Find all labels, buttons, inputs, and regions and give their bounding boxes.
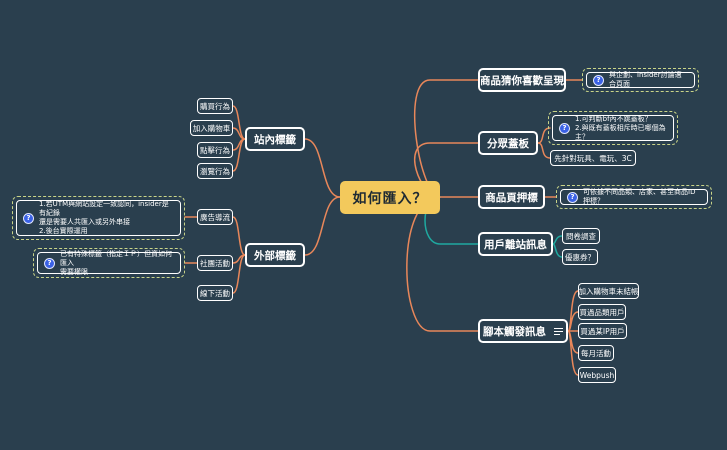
topic-recommend[interactable]: 商品猜你喜歡呈現 (478, 68, 566, 92)
link-leave-c2 (552, 243, 563, 258)
note-recommend-text: 與企劃、insider討論適合頁面 (609, 71, 682, 88)
note-product-page-label[interactable]: ? 可依據不同品類、店家、甚至商品ID押標？ (556, 185, 712, 209)
link-root-onsite (304, 138, 341, 198)
link-root-external (304, 196, 341, 256)
note-club-events-text: 已有特殊標籤（指定ＩＰ）但資如何匯入 需要權限 (60, 249, 172, 276)
subtopic-survey[interactable]: 問卷調查 (562, 228, 600, 244)
link-push-child (537, 142, 551, 159)
note-recommend[interactable]: ? 與企劃、insider討論適合頁面 (582, 68, 699, 92)
subtopic-click-behavior[interactable]: 點擊行為 (197, 142, 233, 158)
question-icon: ? (23, 212, 34, 224)
subtopic-toys-games-3c[interactable]: 先針對玩具、電玩、3C (550, 150, 636, 166)
topic-script-message-label: 腳本觸發訊息 (483, 325, 546, 338)
link-root-script (406, 196, 479, 332)
topic-leave-message[interactable]: 用戶離站訊息 (478, 232, 553, 256)
topic-segment-popup[interactable]: 分眾蓋板 (478, 131, 538, 155)
note-segment-popup-text: 1.可判斷bf內不跳蓋板？ 2.與既有蓋板相斥時已哪個為主？ (575, 114, 666, 141)
subtopic-monthly-events[interactable]: 每月活動 (578, 345, 614, 361)
subtopic-coupon[interactable]: 優惠券？ (562, 249, 598, 265)
link-external-c3 (232, 254, 246, 294)
notes-lines-icon (554, 326, 563, 337)
question-icon: ? (593, 74, 604, 86)
subtopic-offline-events[interactable]: 線下活動 (197, 285, 233, 301)
topic-external-tags[interactable]: 外部標籤 (245, 243, 305, 267)
subtopic-webpush[interactable]: Webpush (578, 367, 616, 383)
subtopic-browse-behavior[interactable]: 瀏覽行為 (197, 163, 233, 179)
link-script-c2 (567, 311, 579, 332)
question-icon: ? (559, 122, 570, 134)
link-onsite-c4 (232, 138, 246, 172)
link-script-c1 (567, 290, 579, 332)
subtopic-category-buyers[interactable]: 買過品類用戶 (578, 304, 626, 320)
subtopic-ip-buyers[interactable]: 買過某IP用戶 (578, 323, 627, 339)
note-ad-traffic[interactable]: ? 1.若UTM與網站設定一致認同，insider是有紀錄 還是需要人共匯入或另… (12, 196, 185, 240)
topic-product-page-label[interactable]: 商品頁押標 (478, 185, 545, 209)
topic-onsite-tags[interactable]: 站內標籤 (245, 127, 305, 151)
note-product-page-label-text: 可依據不同品類、店家、甚至商品ID押標？ (583, 188, 696, 205)
subtopic-add-to-cart[interactable]: 加入購物車 (190, 120, 233, 136)
subtopic-ad-traffic[interactable]: 廣告導流 (197, 209, 233, 225)
link-external-c1 (232, 216, 246, 256)
question-icon: ? (567, 191, 578, 203)
subtopic-club-events[interactable]: 社團活動 (197, 255, 233, 271)
question-icon: ? (44, 257, 55, 269)
subtopic-cart-abandon[interactable]: 加入購物車未結帳 (578, 283, 639, 299)
link-script-c5 (567, 330, 579, 376)
topic-script-message[interactable]: 腳本觸發訊息 (478, 319, 568, 343)
subtopic-purchase-behavior[interactable]: 購買行為 (197, 98, 233, 114)
link-root-recommend (413, 79, 479, 198)
note-club-events[interactable]: ? 已有特殊標籤（指定ＩＰ）但資如何匯入 需要權限 (33, 248, 185, 278)
link-leave-c1 (552, 235, 563, 245)
note-segment-popup[interactable]: ? 1.可判斷bf內不跳蓋板？ 2.與既有蓋板相斥時已哪個為主？ (548, 111, 678, 145)
note-ad-traffic-text: 1.若UTM與網站設定一致認同，insider是有紀錄 還是需要人共匯入或另外串… (39, 200, 169, 235)
root-topic[interactable]: 如何匯入？ (340, 181, 440, 214)
